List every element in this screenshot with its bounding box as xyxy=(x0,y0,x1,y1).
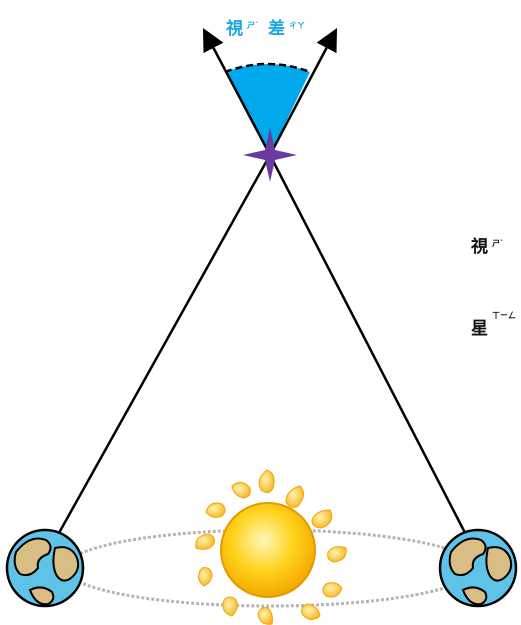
parallax-label-char-2: 差 xyxy=(268,18,285,39)
right-label-1-char: 視 xyxy=(470,236,488,257)
right-label-2-ruby: ㄒㄧㄥ xyxy=(492,311,516,320)
parallax-label-ruby-1: ㄕˋ xyxy=(246,20,259,30)
sun-icon xyxy=(196,470,347,624)
four-point-star-icon xyxy=(243,128,297,182)
right-labels: 視 ㄕˋ 星 ㄒㄧㄥ xyxy=(470,236,516,339)
parallax-label-char-1: 視 xyxy=(225,18,243,39)
parallax-label: 視 ㄕˋ 差 ㄔㄚ xyxy=(225,18,305,39)
sight-line-left xyxy=(45,155,270,558)
earth-icon xyxy=(7,530,83,606)
earth-icon-right xyxy=(440,530,516,606)
parallax-label-ruby-2: ㄔㄚ xyxy=(289,20,305,30)
right-label-2-char: 星 xyxy=(471,319,488,339)
sun-disk xyxy=(221,503,315,597)
right-label-1-ruby: ㄕˋ xyxy=(491,238,504,248)
